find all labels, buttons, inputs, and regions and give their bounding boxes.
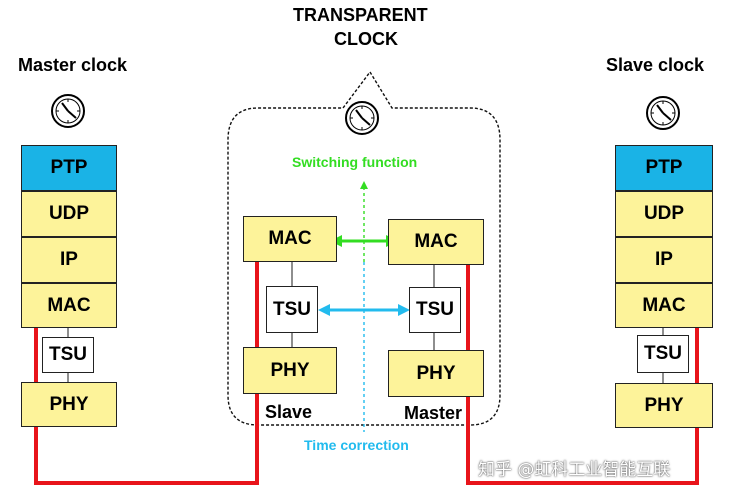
slave-mac-layer: MAC xyxy=(615,283,713,328)
tc-master-label: Master xyxy=(404,403,463,423)
tc-right-tsu: TSU xyxy=(409,287,461,333)
master-ip-layer: IP xyxy=(21,237,117,283)
tc-left-tsu: TSU xyxy=(266,286,318,333)
master-phy-layer: PHY xyxy=(21,382,117,427)
tc-right-phy: PHY xyxy=(388,350,484,397)
tc-left-phy: PHY xyxy=(243,347,337,394)
slave-ip-layer: IP xyxy=(615,237,713,283)
tc-right-mac: MAC xyxy=(388,219,484,265)
slave-phy-layer: PHY xyxy=(615,383,713,428)
clock-icon xyxy=(646,96,680,130)
clock-icon xyxy=(345,101,379,135)
master-mac-layer: MAC xyxy=(21,283,117,328)
transparent-clock-title-line1: TRANSPARENT xyxy=(293,5,428,25)
time-correction-label: Time correction xyxy=(304,437,409,453)
clock-icon xyxy=(51,94,85,128)
watermark: 知乎 @虹科工业智能互联 xyxy=(478,460,671,480)
master-clock-title: Master clock xyxy=(18,55,128,75)
master-ptp-layer: PTP xyxy=(21,145,117,191)
slave-tsu-box: TSU xyxy=(637,335,689,373)
tc-left-mac: MAC xyxy=(243,216,337,262)
slave-udp-layer: UDP xyxy=(615,191,713,237)
master-tsu-box: TSU xyxy=(42,337,94,373)
master-udp-layer: UDP xyxy=(21,191,117,237)
slave-ptp-layer: PTP xyxy=(615,145,713,191)
transparent-clock-title-line2: CLOCK xyxy=(334,29,398,49)
slave-clock-title: Slave clock xyxy=(606,55,705,75)
tc-slave-label: Slave xyxy=(265,402,313,422)
switching-function-label: Switching function xyxy=(292,154,418,170)
